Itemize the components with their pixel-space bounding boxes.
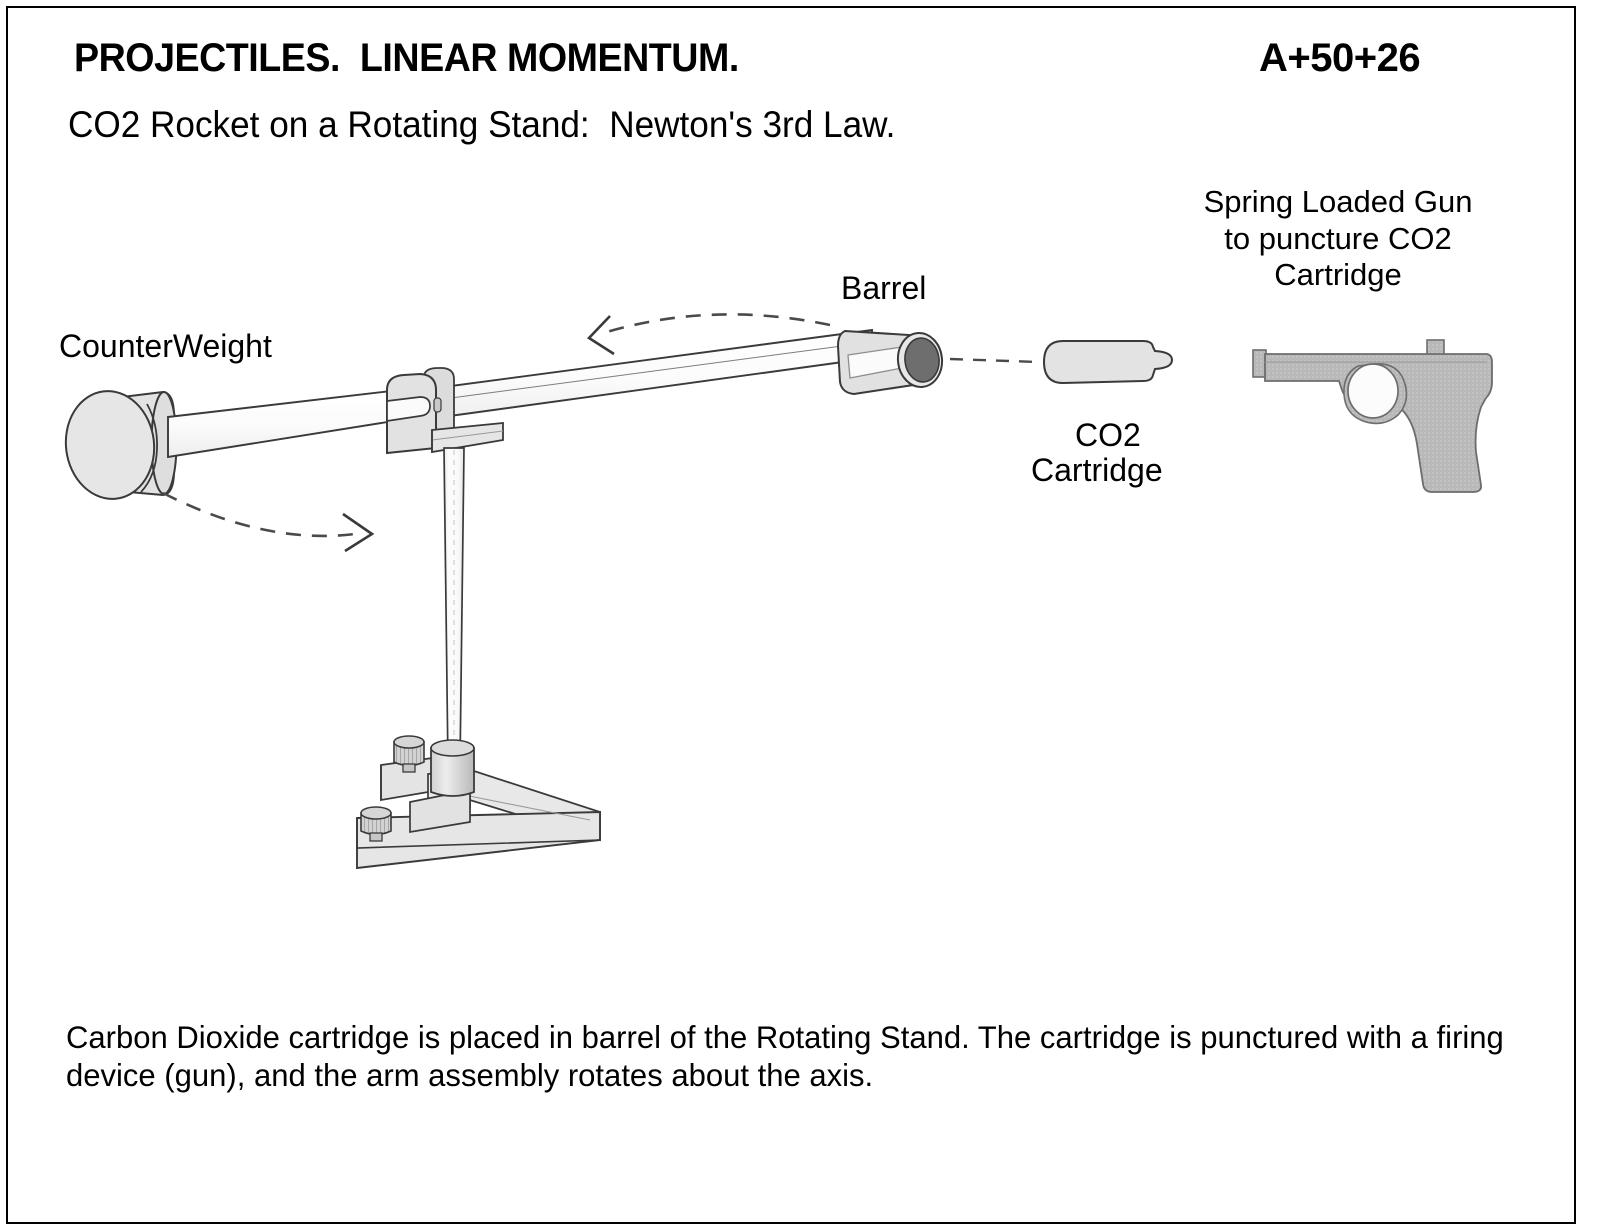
label-counterweight: CounterWeight [59,328,272,364]
counterweight-rotation-arrow [162,491,375,553]
label-spring-loaded-gun: Spring Loaded Gun to puncture CO2 Cartri… [1203,184,1473,293]
co2-cartridge [1042,340,1174,385]
leveling-screw-left[interactable] [393,735,425,773]
balance-rod-left [167,388,401,459]
label-co2-line1: CO2 [1075,417,1141,453]
page-title: PROJECTILES. LINEAR MOMENTUM. [74,36,739,80]
tripod-base [356,739,601,870]
spring-loaded-gun [1252,339,1493,493]
label-barrel: Barrel [841,270,927,306]
figure-caption: Carbon Dioxide cartridge is placed in ba… [66,1019,1504,1094]
cross-bar [431,422,504,454]
leveling-screw-right[interactable] [360,806,392,842]
label-co2-line2: Cartridge [1031,452,1163,488]
dashed-cartridge-insertion-path [949,357,1039,364]
pivot-bracket [386,367,455,455]
balance-rod-arm [405,328,873,424]
barrel-muzzle [836,329,944,396]
diagram-frame [6,6,1576,1224]
page-subtitle: CO2 Rocket on a Rotating Stand: Newton's… [68,104,896,145]
barrel-rotation-arrow [586,313,831,356]
counterweight-cylinder [64,390,178,500]
vertical-post [443,447,465,767]
catalog-code: A+50+26 [1259,36,1421,80]
